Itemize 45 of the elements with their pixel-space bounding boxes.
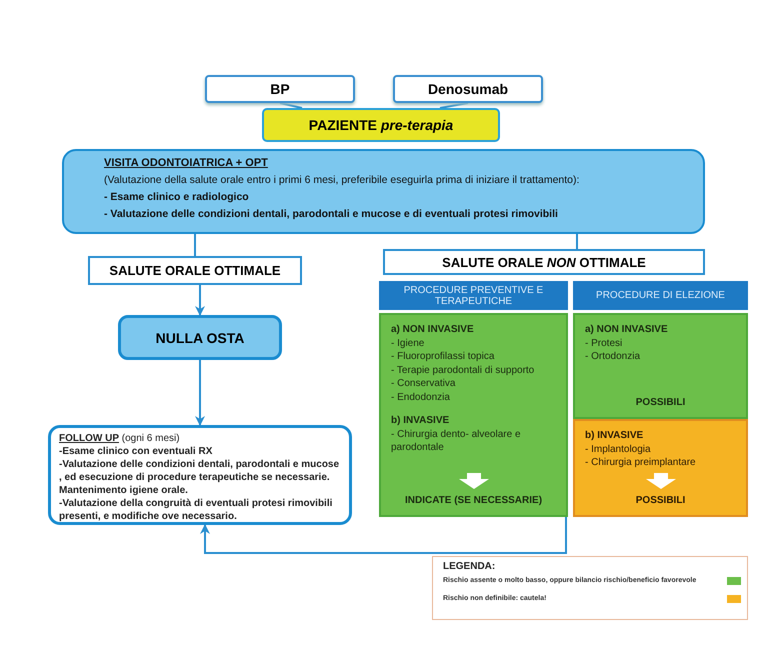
body-text: (Valutazione della salute orale entro i primi 6 mesi, preferibile eseguirla prima di iniziare il trattamento):: [104, 174, 580, 186]
arrow: [195, 360, 205, 426]
visit-box: [62, 149, 705, 234]
list-item: - Terapie parodontali di supporto: [391, 364, 536, 377]
list-item: - Protesi: [585, 336, 624, 350]
clearance-box: NULLA OSTA: [118, 315, 282, 360]
procedure-box: [379, 313, 568, 517]
procedure-box: [573, 419, 748, 517]
box-heading: FOLLOW UP (ogni 6 mesi): [59, 432, 181, 445]
connector-line: [576, 234, 578, 249]
list-item: - Endodonzia: [391, 390, 451, 404]
body-text: -Valutazione della congruità di eventuali protesi rimovibili presenti, e modifiche ove necessario.: [59, 497, 334, 523]
column-header: PROCEDURE DI ELEZIONE: [573, 281, 748, 310]
follow-up-box: [48, 425, 352, 525]
list-item: - Implantologia: [585, 442, 652, 456]
list-item: - Ortodonzia: [585, 350, 642, 364]
section-heading: a) NON INVASIVE: [391, 323, 475, 336]
outcome-box: SALUTE ORALE NON OTTIMALE: [383, 249, 705, 275]
verdict-text: INDICATE (SE NECESSARIE): [404, 494, 544, 507]
connector-line: [194, 234, 196, 256]
section-heading: b) INVASIVE: [585, 429, 644, 442]
column-header: PROCEDURE PREVENTIVE E TERAPEUTICHE: [379, 281, 568, 310]
list-item: - Chirurgia dento- alveolare e parodontale: [391, 428, 522, 454]
verdict-text: POSSIBILI: [634, 494, 686, 507]
body-text: - Esame clinico e radiologico: [104, 191, 250, 203]
body-text: - Valutazione delle condizioni dentali, parodontali e mucose e di eventuali protesi rimovibili: [104, 208, 559, 220]
section-heading: b) INVASIVE: [391, 414, 450, 428]
body-text: -Esame clinico con eventuali RX: [59, 445, 214, 458]
body-text: -Valutazione delle condizioni dentali, parodontali e mucose , ed esecuzione di procedure terapeutiche se necessarie. Mantenimento igiene orale.: [59, 458, 340, 497]
list-item: - Fluoroprofilassi topica: [391, 350, 496, 364]
legend-title: LEGENDA:: [443, 561, 496, 572]
outcome-box: SALUTE ORALE OTTIMALE: [88, 256, 302, 285]
list-item: - Chirurgia preimplantare: [585, 456, 697, 470]
verdict-text: POSSIBILI: [634, 396, 686, 409]
procedure-box: [573, 313, 748, 419]
list-item: - Conservativa: [391, 377, 456, 390]
list-item: - Igiene: [391, 336, 426, 350]
drug-box: Denosumab: [393, 75, 543, 103]
box-heading: VISITA ODONTOIATRICA + OPT: [104, 157, 269, 169]
section-heading: a) NON INVASIVE: [585, 323, 669, 336]
connector-line: [280, 102, 302, 109]
patient-box: PAZIENTE pre-terapia: [262, 108, 500, 142]
arrow: [195, 285, 205, 316]
arrow: [200, 517, 567, 554]
drug-box: BP: [205, 75, 355, 103]
